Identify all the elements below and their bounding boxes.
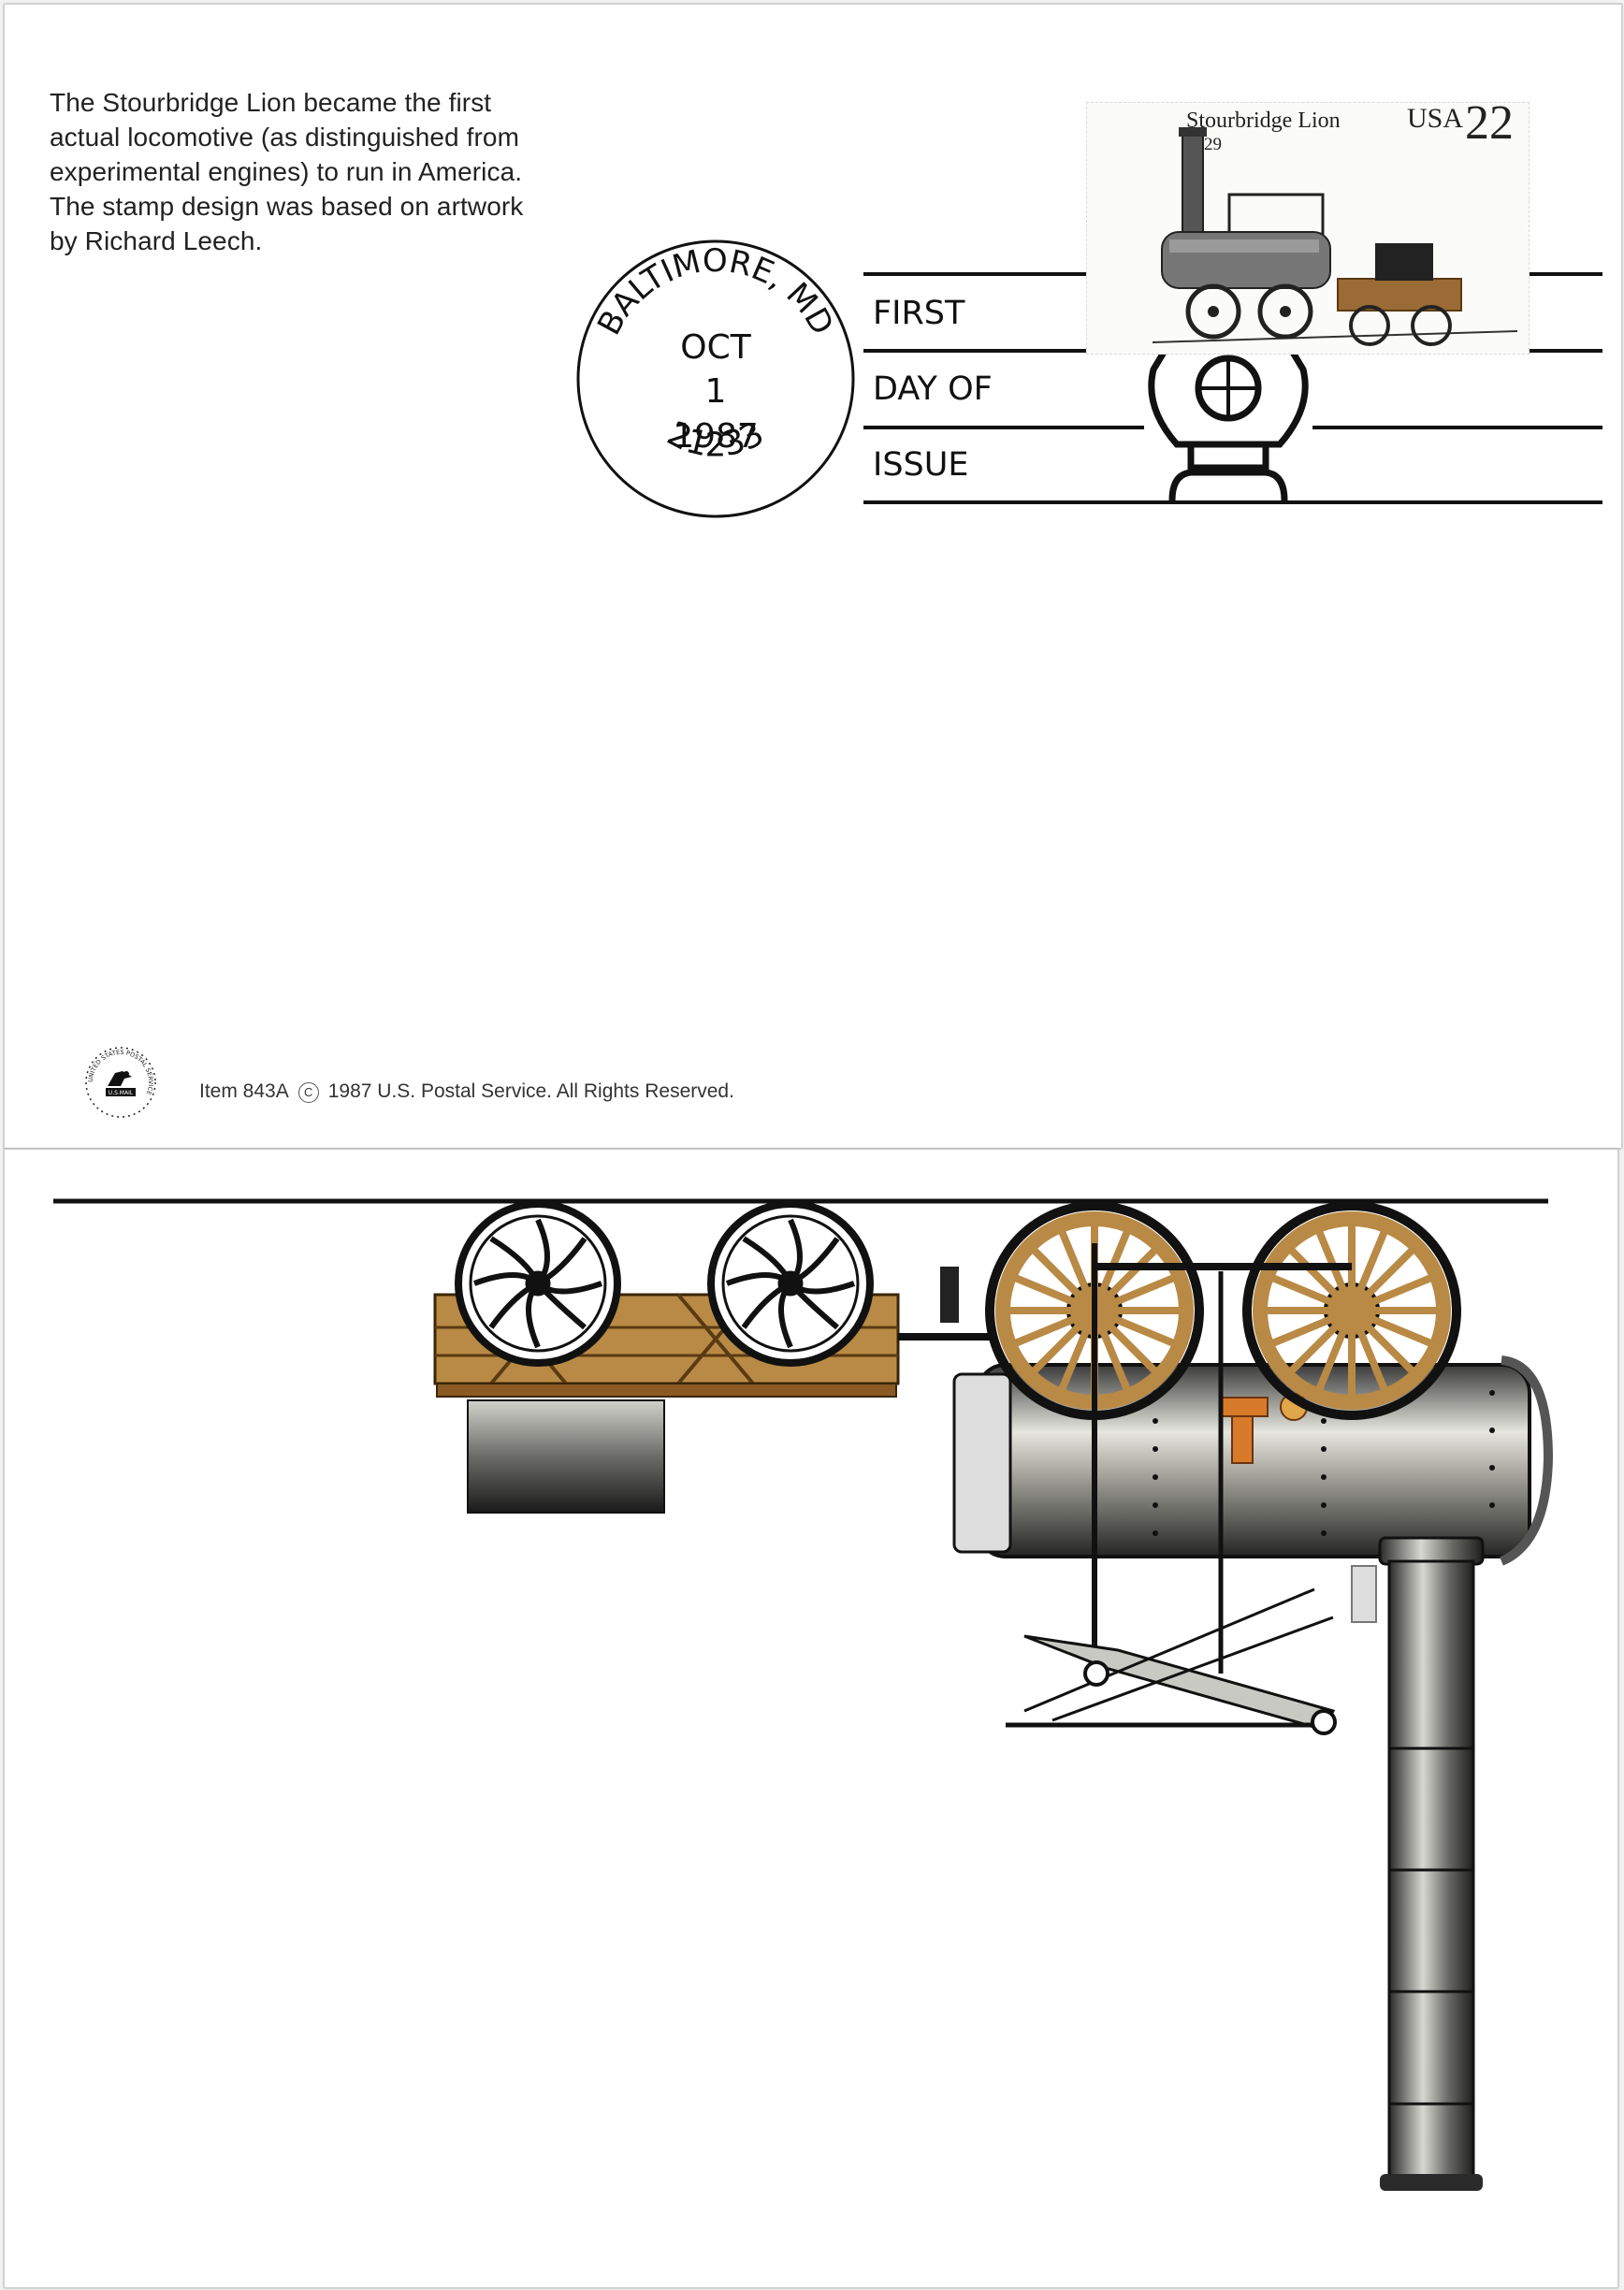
- smoke-stack: [1351, 1536, 1485, 2191]
- postmark-ring: [576, 239, 855, 518]
- eagle-icon: [108, 1071, 132, 1086]
- description-line: The Stourbridge Lion became the first: [50, 88, 492, 117]
- copyright-text: 1987 U.S. Postal Service. All Rights Res…: [327, 1080, 734, 1102]
- stamp-denomination: 22: [1465, 96, 1514, 150]
- postmark-day: 1: [705, 372, 727, 411]
- description-line: actual locomotive (as distinguished from: [50, 123, 520, 152]
- description-line: The stamp design was based on artwork: [50, 192, 524, 221]
- item-number: Item 843A: [199, 1080, 289, 1102]
- first-day-label-first: FIRST: [873, 295, 965, 332]
- postage-stamp: Stourbridge Lion 1829 USA 22: [1086, 96, 1530, 355]
- postmark-cancel: BALTIMORE, MD OCT 1 1987 21233: [576, 239, 855, 518]
- postcard-back: [4, 1149, 1618, 2288]
- description-text: The Stourbridge Lion became the first ac…: [50, 85, 573, 258]
- first-day-label-issue: ISSUE: [873, 446, 969, 484]
- postmark-year: 1987: [673, 417, 759, 456]
- connecting-rods: [1006, 1243, 1352, 1735]
- copyright-footer: Item 843A C 1987 U.S. Postal Service. All …: [199, 1080, 734, 1103]
- description-line: experimental engines) to run in America.: [50, 157, 523, 186]
- first-day-label-day-of: DAY OF: [873, 370, 993, 408]
- postmark-city: BALTIMORE, MD: [590, 242, 841, 341]
- description-line: by Richard Leech.: [50, 226, 263, 255]
- postcard-front: The Stourbridge Lion became the first ac…: [4, 4, 1622, 1149]
- stamp-country: USA: [1407, 103, 1464, 134]
- locomotive-illustration: [1152, 127, 1517, 346]
- signal-lamp-icon: [1148, 304, 1309, 501]
- locomotive-large-illustration: [53, 1198, 1554, 2191]
- postmark-month: OCT: [680, 328, 751, 367]
- copper-valve: [1220, 1393, 1308, 1464]
- usps-label: U.S.MAIL: [109, 1090, 134, 1096]
- tender-wheels: [455, 1200, 874, 1367]
- usps-logo: UNITED STATES POSTAL SERVICE U.S.MAIL: [85, 1047, 156, 1118]
- copyright-symbol: C: [297, 1082, 319, 1103]
- stamp-title: Stourbridge Lion: [1186, 109, 1341, 133]
